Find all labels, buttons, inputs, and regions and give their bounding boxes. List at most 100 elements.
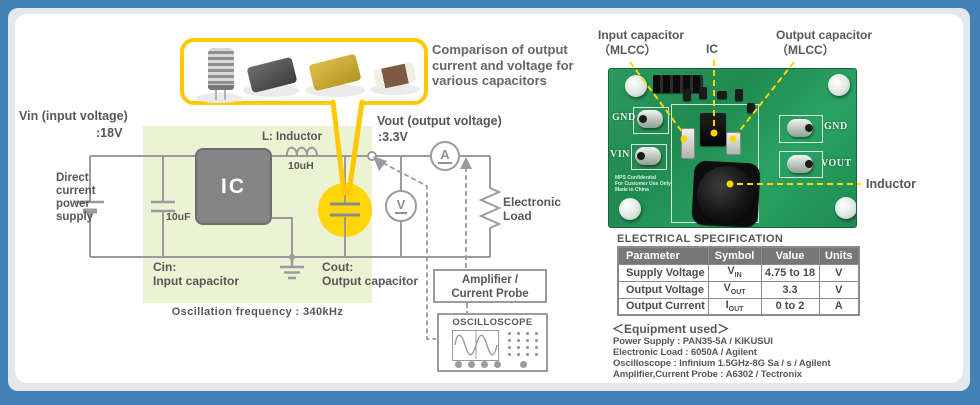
- vin-label: Vin (input voltage): [19, 109, 128, 123]
- silkscreen-vin: [631, 144, 667, 170]
- ammeter-letter: A: [435, 147, 455, 164]
- output-capacitor-component: [726, 132, 741, 155]
- smd-component: [747, 103, 755, 113]
- spec-cell-units: A: [818, 297, 860, 316]
- smd-component: [735, 89, 743, 101]
- output-capacitor-callout: Output capacitor （MLCC）: [776, 28, 872, 58]
- sine-wave-trace: [453, 331, 498, 359]
- symbol-base: I: [725, 299, 729, 312]
- symbol-sub: IN: [734, 272, 742, 280]
- vout-label: VOUT: [821, 158, 852, 169]
- post-hole: [805, 160, 813, 168]
- spec-row-output-voltage: Output Voltage VOUT 3.3 V: [617, 280, 860, 299]
- fine-print-line: Made in China: [615, 187, 649, 193]
- spec-cell-value: 0 to 2: [760, 297, 820, 316]
- post-hole: [639, 115, 647, 123]
- capacitor-shadow: [370, 84, 420, 95]
- amplifier-current-probe-box: Amplifier / Current Probe: [433, 269, 547, 303]
- oscilloscope-button-grid: [505, 330, 541, 357]
- ic-block: IC: [195, 148, 272, 225]
- spec-cell-units: V: [818, 280, 860, 299]
- screw: [619, 198, 641, 220]
- evaluation-board-photo: GND VIN GND VOUT MPS Confidential For Cu…: [608, 68, 857, 228]
- spec-row-output-current: Output Current IOUT 0 to 2 A: [617, 297, 860, 316]
- oscillation-frequency-label: Oscillation frequency : 340kHz: [171, 306, 344, 318]
- equipment-list: Power Supply : PAN35-5A / KIKUSUI Electr…: [613, 336, 831, 380]
- spec-header-row: Parameter Symbol Value Units: [617, 246, 860, 265]
- equipment-line-oscilloscope: Oscilloscope : Infinium 1.5GHz-8G Sa / s…: [613, 358, 831, 369]
- symbol-base: V: [727, 265, 735, 278]
- spec-cell-symbol: VIN: [707, 263, 762, 282]
- post-hole: [637, 152, 645, 160]
- cin-value: 10uF: [166, 211, 191, 223]
- cin-title: Cin:: [153, 260, 177, 274]
- input-capacitor-callout: Input capacitor （MLCC）: [598, 28, 684, 58]
- equipment-line-power-supply: Power Supply : PAN35-5A / KIKUSUI: [613, 336, 773, 347]
- spec-cell-parameter: Supply Voltage: [617, 263, 709, 282]
- gnd-right-label: GND: [824, 121, 848, 132]
- capacitor-comparison-callout: [180, 38, 428, 105]
- cin-subtitle: Input capacitor: [153, 273, 240, 288]
- screw: [625, 75, 647, 97]
- fine-print-line: For Customer Use Only: [615, 181, 671, 187]
- board-fine-print: MPS Confidential For Customer Use Only M…: [615, 175, 671, 193]
- spec-cell-parameter: Output Current: [617, 297, 709, 316]
- electronic-load-label: Electronic Load: [503, 195, 562, 223]
- gnd-left-label: GND: [612, 112, 636, 123]
- cin-label: Cin: Input capacitor: [153, 260, 240, 288]
- voltmeter-letter: V: [391, 197, 411, 214]
- spec-cell-value: 3.3: [760, 280, 820, 299]
- capacitor-lead: [224, 90, 226, 100]
- vout-label: Vout (output voltage): [377, 114, 502, 128]
- vin-label: VIN: [610, 149, 630, 160]
- electrolytic-capacitor-icon: [208, 48, 234, 90]
- comparison-text: Comparison of output current and voltage…: [432, 42, 574, 88]
- capacitor-lead: [215, 90, 217, 100]
- oscilloscope-screen: [452, 330, 499, 361]
- spec-header-value: Value: [760, 246, 820, 265]
- fine-print-line: MPS Confidential: [615, 175, 657, 181]
- symbol-sub: OUT: [728, 306, 744, 314]
- spec-row-supply-voltage: Supply Voltage VIN 4.75 to 18 V: [617, 263, 860, 282]
- ammeter-letter-text: A: [438, 147, 452, 164]
- spec-cell-symbol: VOUT: [707, 280, 762, 299]
- inductor-callout: Inductor: [866, 177, 916, 191]
- silkscreen-vout: [779, 151, 823, 178]
- smd-component: [683, 89, 691, 101]
- spec-title: ELECTRICAL SPECIFICATION: [617, 233, 784, 245]
- spec-cell-units: V: [818, 263, 860, 282]
- spec-cell-parameter: Output Voltage: [617, 280, 709, 299]
- cout-label: Cout: Output capacitor: [322, 260, 419, 288]
- pin-header: [653, 75, 703, 93]
- output-capacitor-callout-line1: Output capacitor: [776, 28, 873, 42]
- smd-component: [699, 87, 707, 99]
- equipment-line-electronic-load: Electronic Load : 6050A / Agilent: [613, 347, 757, 358]
- vin-value: :18V: [96, 126, 123, 140]
- amplifier-label-line2: Current Probe: [451, 288, 529, 300]
- electrical-specification-table: Parameter Symbol Value Units Supply Volt…: [617, 246, 860, 316]
- input-capacitor-callout-line1: Input capacitor: [598, 28, 685, 42]
- spec-cell-value: 4.75 to 18: [760, 263, 820, 282]
- smd-component: [717, 91, 727, 99]
- amplifier-label-line1: Amplifier /: [461, 274, 519, 286]
- symbol-base: V: [723, 282, 731, 295]
- post-hole: [805, 124, 813, 132]
- oscilloscope-knob: [481, 361, 488, 368]
- ic-chip: [700, 113, 726, 146]
- screw: [835, 197, 856, 219]
- inductor-symbol-label: L: Inductor: [262, 131, 323, 143]
- vout-post: [787, 155, 813, 173]
- spec-header-parameter: Parameter: [617, 246, 709, 265]
- input-capacitor-callout-line2: （MLCC）: [598, 43, 657, 57]
- cout-subtitle: Output capacitor: [322, 273, 419, 288]
- vout-value: :3.3V: [378, 130, 408, 144]
- oscilloscope-label: OSCILLOSCOPE: [452, 317, 533, 328]
- capacitor-shadow: [196, 93, 242, 103]
- spec-header-symbol: Symbol: [707, 246, 762, 265]
- spec-header-units: Units: [818, 246, 860, 265]
- output-capacitor-callout-line2: （MLCC）: [776, 43, 835, 57]
- oscilloscope-knob: [494, 361, 501, 368]
- input-capacitor-component: [681, 128, 695, 159]
- oscilloscope-knob: [455, 361, 462, 368]
